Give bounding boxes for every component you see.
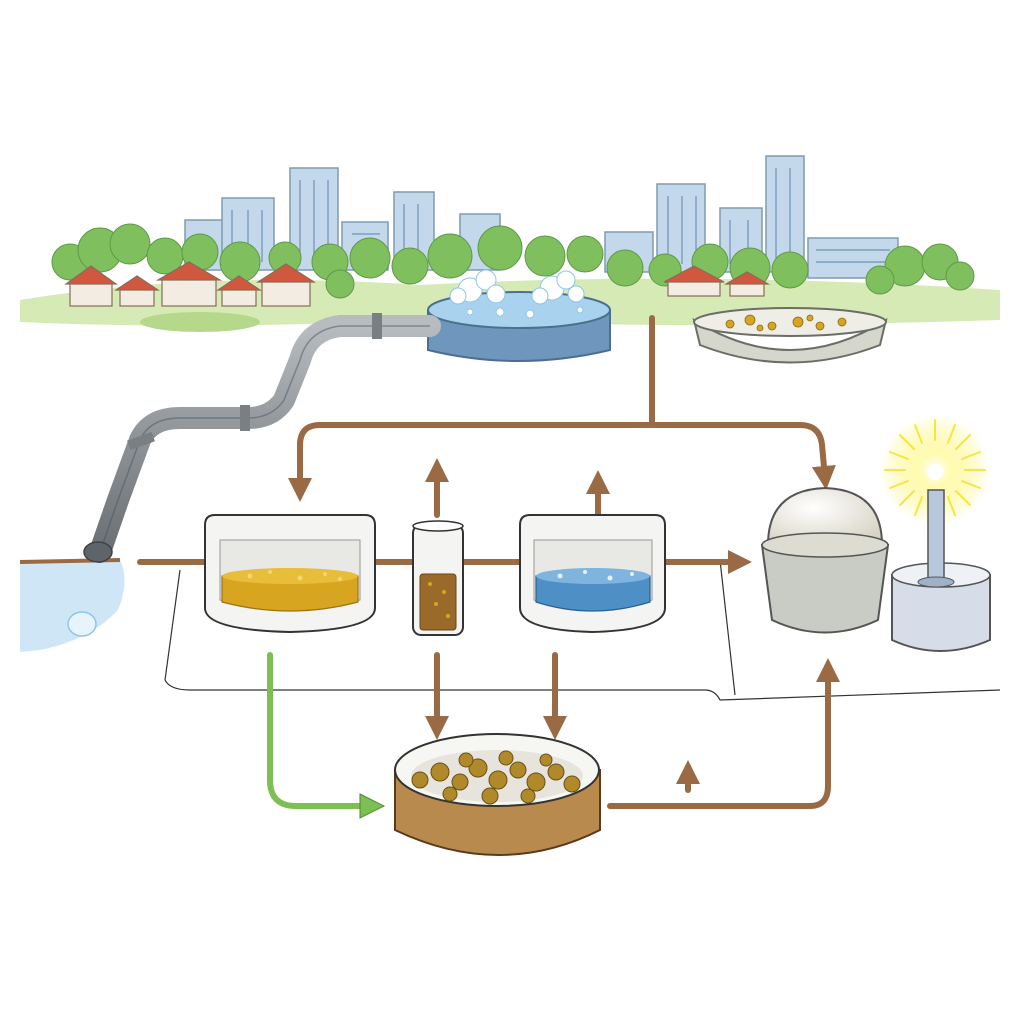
cityscape-icon (20, 155, 1000, 332)
primary-clarifier-icon (204, 514, 376, 634)
anaerobic-digester-icon (760, 486, 890, 634)
power-light-icon (880, 415, 991, 652)
flow-arrow-green (267, 652, 373, 809)
flow-arrow-pellet-to-digester (607, 658, 840, 809)
flow-arrow-split-left (288, 422, 655, 502)
sludge-pellet-tank-icon (394, 733, 601, 856)
secondary-clarifier-icon (519, 514, 666, 634)
river-icon (19, 558, 125, 652)
plant-boundary-line-2 (719, 559, 736, 696)
sludge-column-icon (412, 520, 464, 636)
plant-boundary-line (164, 569, 1001, 701)
sludge-drying-bed-icon (692, 307, 888, 364)
pipe-icon (83, 313, 441, 563)
aeration-basin-icon (427, 269, 611, 362)
flow-arrow-split-right (649, 422, 836, 490)
